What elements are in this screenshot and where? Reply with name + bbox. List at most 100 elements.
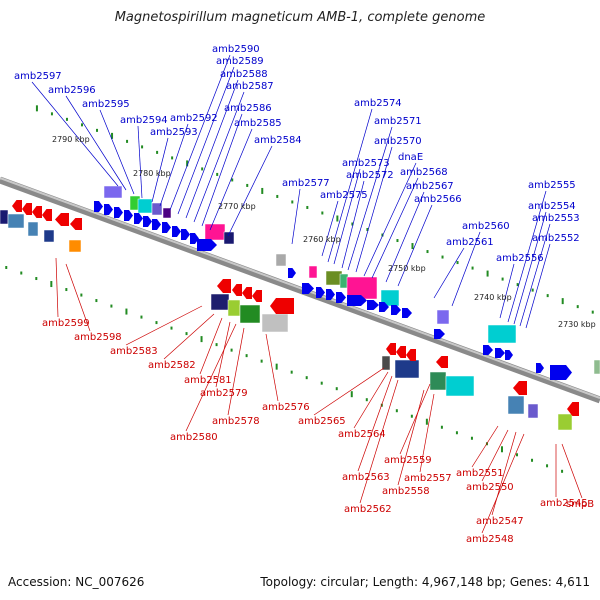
scale-tick [335,387,338,391]
reverse-gene-arrow [252,290,262,302]
gene-feature-block [27,221,39,237]
forward-leader-line [507,190,547,323]
scale-tick [321,211,324,215]
reverse-gene-arrow [42,209,52,221]
forward-gene-arrow [114,207,123,218]
forward-gene-label: amb2553 [532,213,580,224]
forward-gene-arrow [124,210,133,221]
scale-tick [65,117,68,121]
gene-feature-block [68,239,82,253]
scale-tick [110,304,113,308]
accession-text: Accession: NC_007626 [8,575,145,589]
reverse-gene-label: amb2598 [74,332,122,343]
scale-tick [440,425,443,429]
forward-gene-arrow [536,363,544,373]
scale-tick [320,381,323,385]
scale-tick [276,194,279,198]
forward-gene-label: amb2594 [120,115,168,126]
forward-leader-line [397,204,433,287]
scale-tick [455,431,458,435]
scale-tick [350,391,353,398]
reverse-gene-label: smpB [566,499,594,510]
gene-feature-block [261,313,289,333]
reverse-gene-arrow [12,200,22,212]
forward-gene-label: amb2596 [48,85,96,96]
reverse-gene-arrow [513,381,527,395]
scale-tick [425,418,428,425]
scale-tick [275,363,278,370]
scale-tick [246,183,249,187]
scale-tick [50,112,53,116]
scale-tick [96,128,99,132]
scale-tick [576,305,579,309]
forward-gene-arrow [152,219,161,230]
scale-tick [20,271,23,275]
map-title: Magnetospirillum magneticum AMB-1, compl… [114,10,486,25]
scale-tick [260,359,263,363]
forward-leader-line [499,263,515,319]
reverse-gene-label: amb2582 [148,360,196,371]
kbp-label: 2770 kbp [218,202,256,211]
reverse-gene-label: amb2551 [456,468,504,479]
reverse-gene-label: amb2578 [212,416,260,427]
scale-tick [410,414,413,418]
scale-tick [336,215,339,222]
forward-leader-line [347,126,393,271]
forward-gene-arrow [550,365,572,380]
gene-feature-block [436,309,450,325]
forward-leader-line [363,162,417,277]
reverse-leader-line [215,321,231,388]
reverse-leader-line [357,375,393,472]
forward-gene-arrow [94,201,103,212]
gene-feature-block [394,359,420,379]
kbp-label: 2760 kbp [303,235,341,244]
reverse-leader-line [353,371,389,429]
reverse-gene-arrow [217,279,231,293]
reverse-leader-line [561,443,583,499]
forward-gene-label: amb2566 [414,194,462,205]
forward-gene-arrow [347,295,367,306]
scale-tick [80,123,83,127]
gene-feature-block [227,299,241,317]
forward-gene-label: amb2560 [462,221,510,232]
gene-feature-block [380,289,400,307]
forward-gene-arrow [190,233,199,244]
forward-leader-line [151,137,169,203]
forward-gene-label: amb2556 [496,253,544,264]
gene-arrows [12,200,579,416]
reverse-leader-line [125,305,203,346]
reverse-leader-line [185,323,237,432]
forward-gene-label: amb2568 [400,167,448,178]
topology-text: Topology: circular; Length: 4,967,148 bp… [260,575,590,589]
scale-tick [261,187,264,194]
gene-feature-block [210,293,230,311]
forward-leader-line [355,146,393,273]
scale-tick [50,281,53,288]
gene-feature-block [239,304,261,324]
forward-gene-arrow [288,268,296,278]
kbp-label: 2750 kbp [388,264,426,273]
reverse-gene-arrow [32,206,42,218]
scale-tick [365,398,368,402]
reverse-leader-line [481,433,525,534]
scale-tick [381,233,384,237]
scale-tick [5,266,8,270]
reverse-leader-line [471,425,499,468]
scale-tick [561,469,564,473]
scale-tick [396,239,399,243]
reverse-gene-arrow [436,356,448,368]
forward-leader-line [209,128,253,231]
reverse-leader-line [491,431,517,516]
reverse-gene-arrow [22,203,32,215]
forward-gene-arrow [434,329,445,339]
scale-tick [531,288,534,292]
forward-gene-label: amb2597 [14,71,62,82]
gene-feature-block [445,375,475,397]
forward-gene-label: amb2552 [532,233,580,244]
scale-tick [441,255,444,259]
scale-tick [200,336,203,343]
reverse-leader-line [199,317,223,375]
scale-tick [411,243,414,250]
reverse-leader-line [397,389,425,486]
